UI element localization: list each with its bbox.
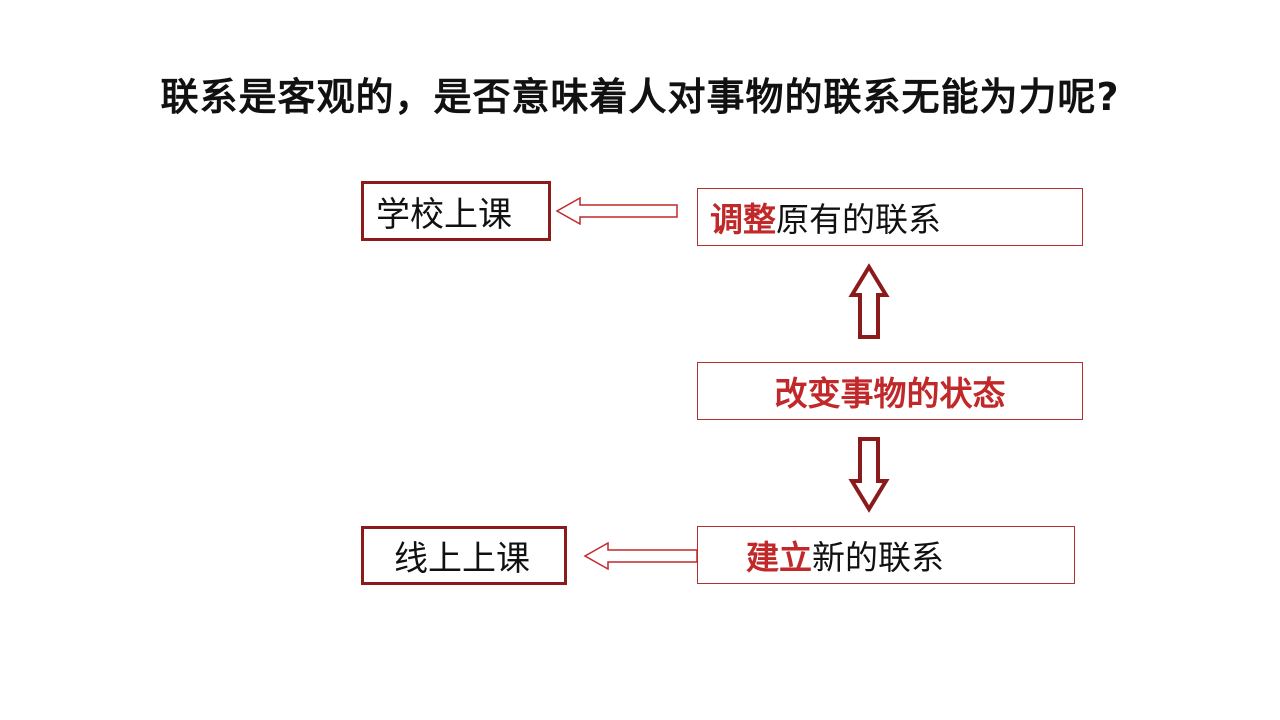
adjust-rest: 原有的联系: [776, 200, 941, 239]
box-school-class-label: 学校上课: [376, 194, 512, 235]
box-online-class: 线上上课: [361, 526, 567, 585]
build-rest: 新的联系: [812, 538, 944, 577]
box-change-state: 改变事物的状态: [697, 362, 1083, 420]
arrow-up-icon: [848, 263, 890, 339]
box-build-connection: 建立新的联系: [697, 526, 1075, 584]
arrow-left-icon: [555, 196, 678, 226]
change-state-label: 改变事物的状态: [774, 374, 1006, 413]
adjust-highlight: 调整: [710, 200, 776, 239]
box-adjust-connection: 调整原有的联系: [697, 188, 1083, 246]
arrow-down-icon: [848, 437, 890, 513]
arrow-left-icon: [583, 541, 698, 571]
box-school-class: 学校上课: [361, 181, 551, 241]
box-online-class-label: 线上上课: [394, 539, 530, 579]
slide-title: 联系是客观的，是否意味着人对事物的联系无能为力呢?: [160, 75, 1120, 119]
build-highlight: 建立: [746, 538, 812, 577]
